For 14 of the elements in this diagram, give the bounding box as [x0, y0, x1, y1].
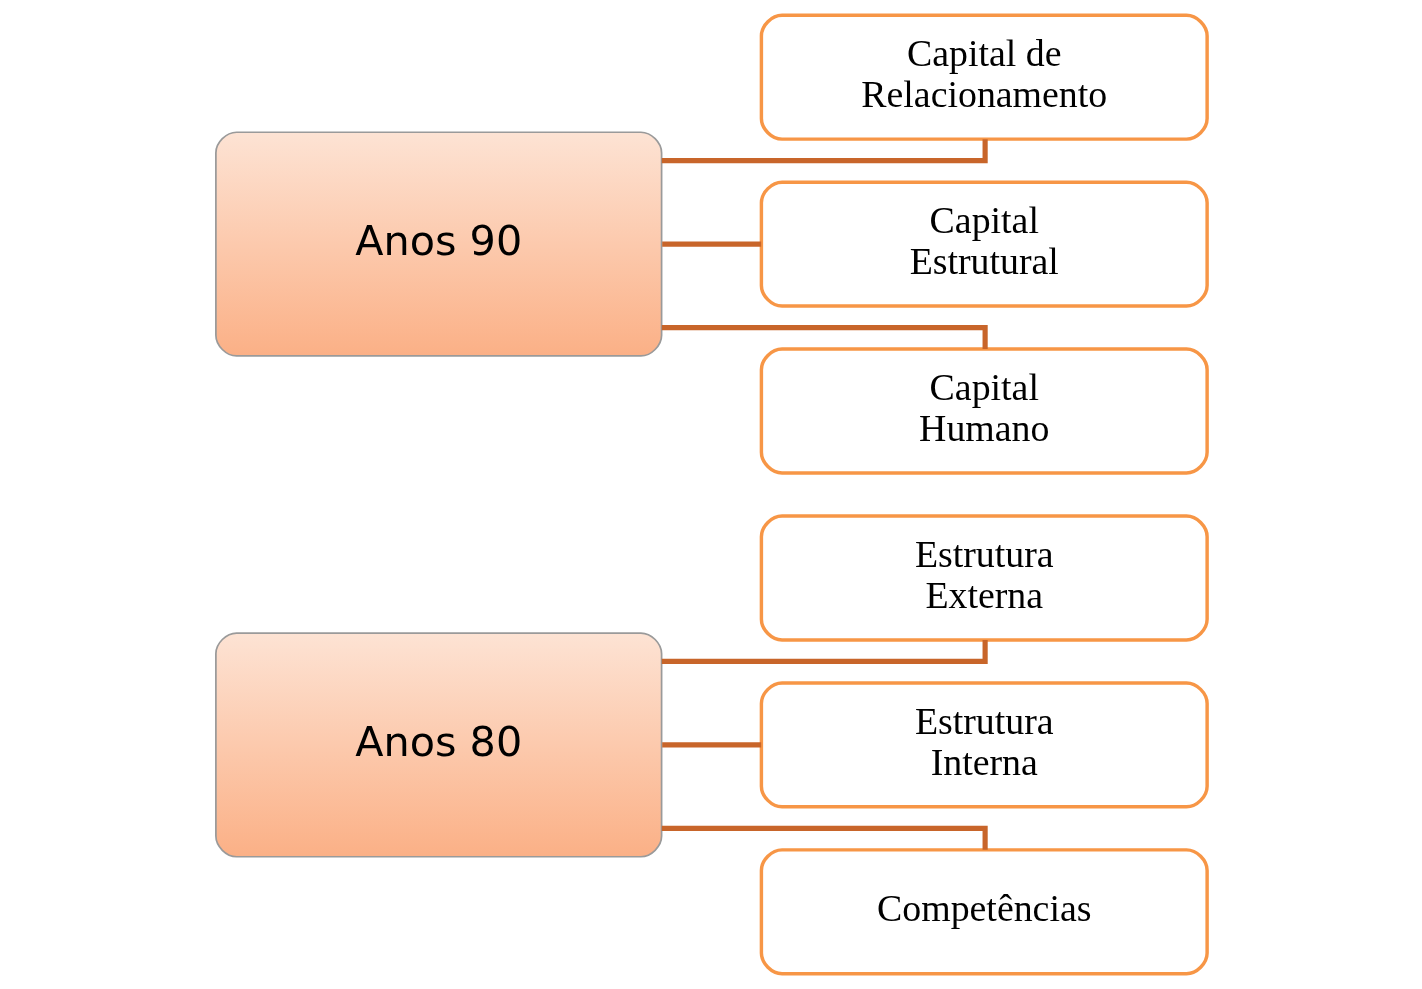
connector — [661, 241, 761, 247]
connector — [661, 325, 988, 350]
connector — [661, 139, 988, 164]
connector — [661, 639, 988, 664]
connector — [661, 825, 988, 850]
node-box: Anos 90 — [214, 131, 662, 357]
node-box: Capital de Relacionamento — [759, 13, 1209, 141]
node-box: Capital Estrutural — [759, 180, 1209, 308]
node-box: Capital Humano — [759, 347, 1209, 475]
connector — [661, 742, 761, 748]
node-box: Estrutura Externa — [759, 514, 1209, 642]
node-box: Competências — [759, 848, 1209, 976]
node-box: Anos 80 — [214, 632, 662, 858]
node-box: Estrutura Interna — [759, 681, 1209, 809]
